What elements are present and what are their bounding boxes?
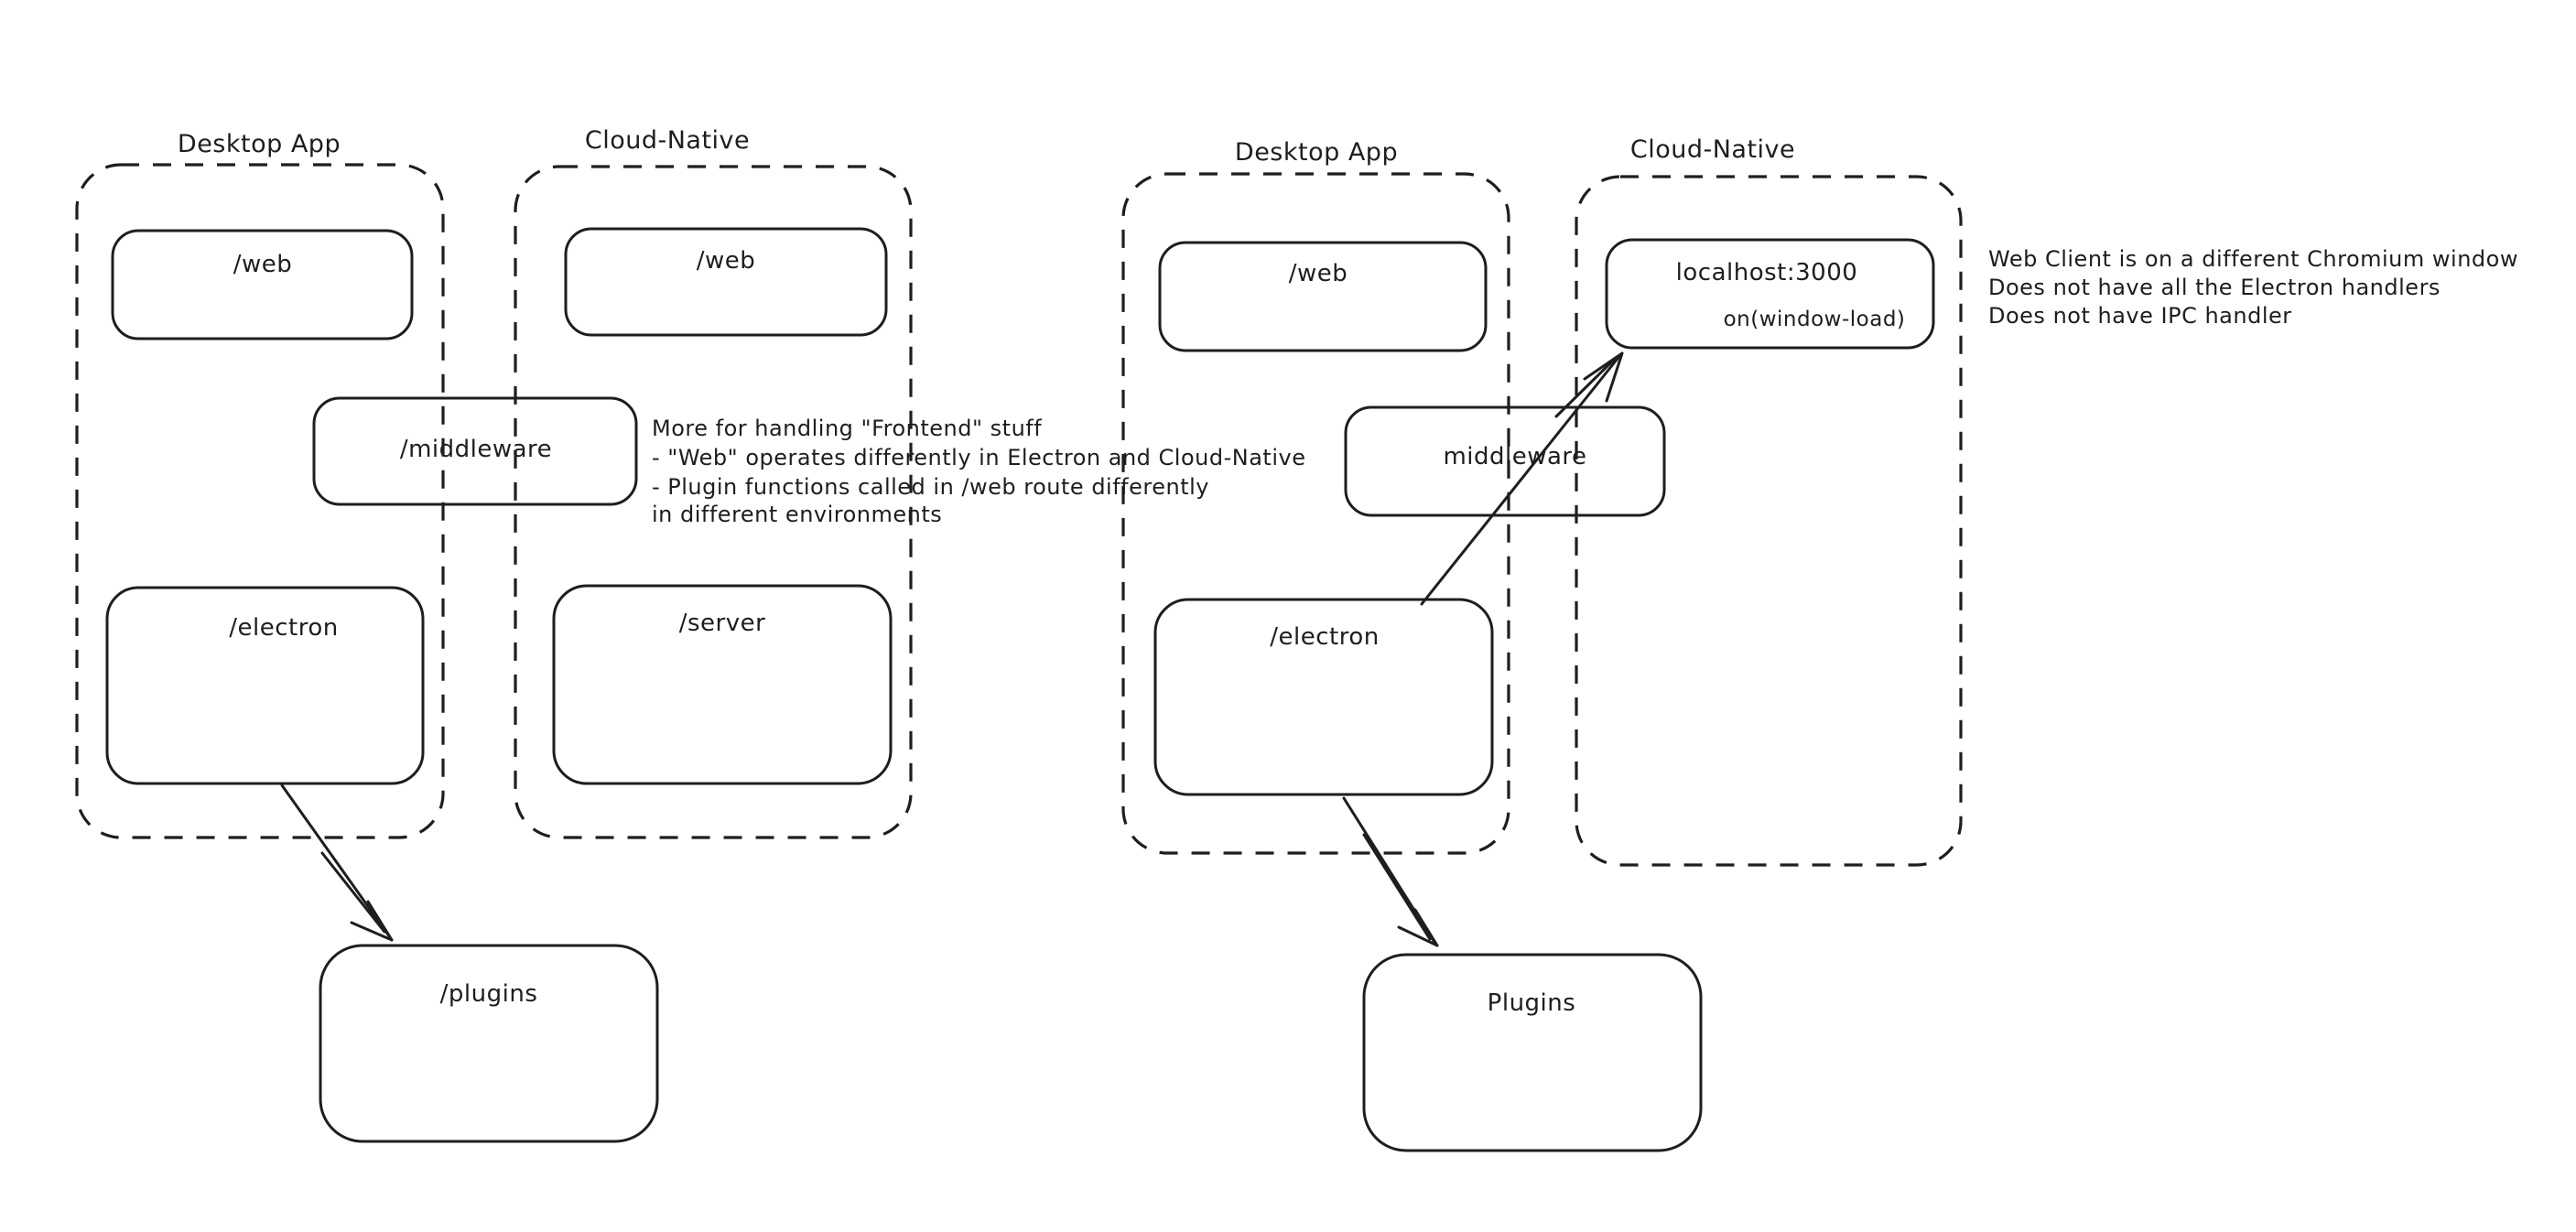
left-cloud-native-label: Cloud-Native xyxy=(585,126,750,155)
right-localhost-sublabel: on(window-load) xyxy=(1724,308,1906,331)
left-server-box xyxy=(552,584,893,785)
left-plugins-label: /plugins xyxy=(440,980,538,1008)
left-arrow-electron-to-plugins xyxy=(280,784,394,942)
green-annotation-line-3: - Plugin functions called in /web route … xyxy=(652,474,1209,500)
right-cloud-native-label: Cloud-Native xyxy=(1630,135,1795,164)
left-web-desktop-label: /web xyxy=(233,251,293,278)
left-web-cloud-box xyxy=(564,227,888,337)
right-arrow-electron-to-plugins xyxy=(1342,796,1439,947)
left-web-cloud-label: /web xyxy=(697,247,756,275)
right-plugins-label: Plugins xyxy=(1488,989,1576,1017)
left-middleware-box xyxy=(312,396,638,506)
right-middleware-label: middleware xyxy=(1443,443,1586,470)
right-localhost-label: localhost:3000 xyxy=(1676,259,1858,286)
right-diagram: Desktop App Cloud-Native /web localhost:… xyxy=(1121,135,2518,1152)
green-annotation-line-4: in different environments xyxy=(652,502,942,527)
red-annotation-line-2: Does not have all the Electron handlers xyxy=(1988,275,2441,300)
left-middleware-label: /middleware xyxy=(400,436,552,463)
red-annotation: Web Client is on a different Chromium wi… xyxy=(1988,246,2518,329)
right-middleware-box xyxy=(1344,405,1666,517)
left-electron-box xyxy=(105,586,425,785)
right-web-label: /web xyxy=(1289,260,1348,287)
red-annotation-line-3: Does not have IPC handler xyxy=(1988,303,2292,329)
green-annotation-line-2: - "Web" operates differently in Electron… xyxy=(652,445,1305,470)
left-server-label: /server xyxy=(679,610,766,637)
right-localhost-box xyxy=(1605,238,1935,350)
green-annotation: More for handling "Frontend" stuff - "We… xyxy=(652,416,1305,527)
right-plugins-box xyxy=(1362,953,1703,1152)
green-annotation-line-1: More for handling "Frontend" stuff xyxy=(652,416,1042,441)
right-electron-label: /electron xyxy=(1270,623,1379,651)
red-annotation-line-1: Web Client is on a different Chromium wi… xyxy=(1988,246,2518,272)
left-web-desktop-box xyxy=(111,229,414,340)
right-desktop-app-label: Desktop App xyxy=(1235,138,1398,167)
right-web-box xyxy=(1158,241,1488,352)
left-desktop-app-label: Desktop App xyxy=(178,130,341,158)
left-electron-label: /electron xyxy=(229,614,338,642)
left-desktop-app-container xyxy=(75,163,445,839)
left-diagram: Desktop App Cloud-Native /web /web /midd… xyxy=(75,126,1305,1143)
right-electron-box xyxy=(1153,598,1494,796)
left-plugins-box xyxy=(319,944,659,1143)
right-arrow-electron-to-localhost xyxy=(1420,351,1624,606)
right-cloud-native-container xyxy=(1575,175,1963,867)
